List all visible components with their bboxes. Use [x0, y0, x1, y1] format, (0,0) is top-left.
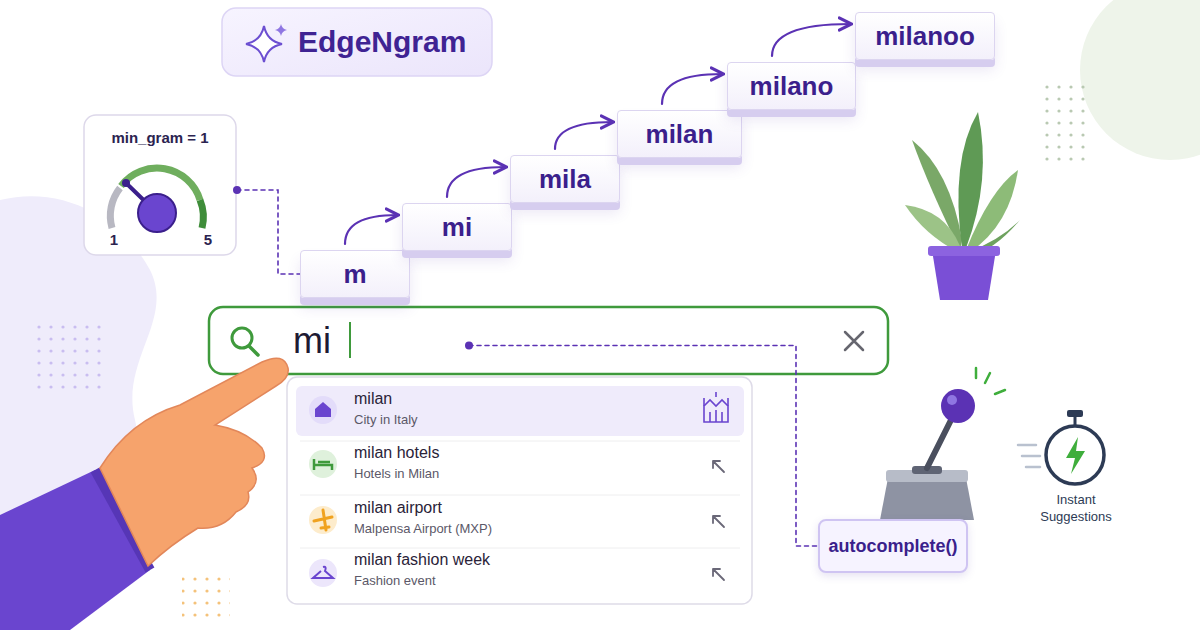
node-subtitle: Hotels in Milan: [354, 466, 700, 481]
link-dot: [465, 342, 473, 350]
potted-plant: [905, 112, 1020, 300]
setting-card: min_gram = 1 1 5: [84, 115, 236, 255]
ngram-step: milano: [727, 62, 856, 110]
node-subtitle: Malpensa Airport (MXP): [354, 521, 700, 536]
note-text: Instant Suggestions: [1030, 492, 1122, 526]
caption-note: Instant Suggestions: [1030, 492, 1122, 526]
step-arrow: [662, 74, 722, 104]
step-arrow: [772, 24, 850, 56]
node-title: milano: [750, 71, 834, 102]
node-title: milan fashion week: [354, 551, 700, 569]
joystick: [880, 368, 1005, 520]
node-subtitle: 1: [104, 231, 124, 248]
step-arrow: [447, 167, 505, 197]
search-bar: [209, 307, 888, 374]
dropdown-panel: [287, 377, 752, 604]
function-box: autocomplete(): [818, 519, 968, 573]
ngram-step: m: [300, 250, 410, 298]
node-title: mi: [293, 320, 331, 362]
node-subtitle: 5: [198, 231, 218, 248]
node-title: milanoo: [875, 21, 975, 52]
node-title: min_gram = 1: [84, 129, 236, 146]
ngram-step: mila: [510, 155, 620, 203]
dial-card: [84, 115, 236, 255]
pointing-hand: [0, 358, 288, 630]
suggestion-item: milan fashion weekFashion event: [354, 551, 700, 593]
node-title: milan: [646, 119, 714, 150]
ngram-step: milan: [617, 110, 742, 158]
node-title: EdgeNgram: [298, 25, 466, 59]
suggestion-item: milan airportMalpensa Airport (MXP): [354, 499, 700, 541]
step-arrow: [555, 122, 612, 149]
suggestion-item: milan hotelsHotels in Milan: [354, 444, 700, 486]
node-title: mila: [539, 164, 591, 195]
node-title: m: [343, 259, 366, 290]
dashed-link: [237, 190, 300, 274]
suggestion-item: milanCity in Italy: [354, 390, 700, 432]
node-title: milan hotels: [354, 444, 700, 462]
link-dot: [233, 186, 241, 194]
node-subtitle: Fashion event: [354, 573, 700, 588]
node-title: mi: [442, 212, 472, 243]
node-title: autocomplete(): [828, 536, 957, 557]
node-title: milan airport: [354, 499, 700, 517]
search-input: mi: [208, 307, 468, 374]
dashed-link: [469, 346, 818, 547]
step-arrow: [345, 215, 397, 244]
badge-shape: [222, 8, 492, 76]
node-title: milan: [354, 390, 700, 408]
stopwatch-icon: [1018, 410, 1104, 484]
node-subtitle: City in Italy: [354, 412, 700, 427]
ngram-step: mi: [402, 203, 512, 251]
ngram-step: milanoo: [855, 12, 995, 60]
badge-label: EdgeNgram: [222, 8, 492, 76]
